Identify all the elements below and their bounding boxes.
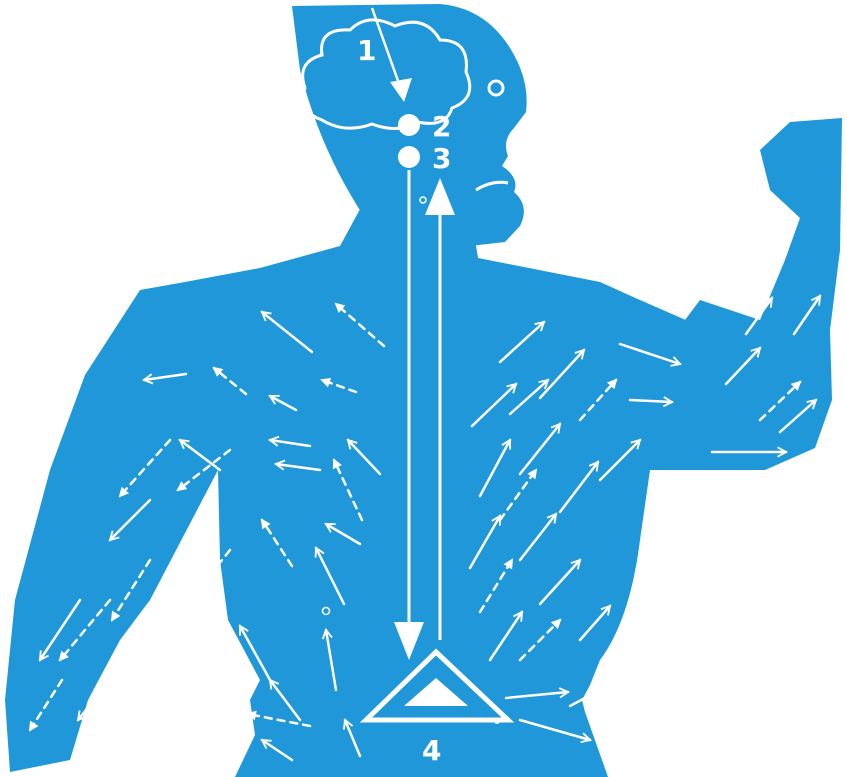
torso-shape: [5, 200, 770, 777]
label-1: 1: [357, 34, 376, 67]
label-4: 4: [422, 734, 441, 767]
node-3-dot: [398, 146, 420, 168]
node-2-dot: [398, 114, 420, 136]
triangle-dot: [494, 718, 500, 724]
label-2: 2: [432, 110, 451, 143]
label-3: 3: [432, 142, 451, 175]
arm-shape: [640, 118, 842, 470]
